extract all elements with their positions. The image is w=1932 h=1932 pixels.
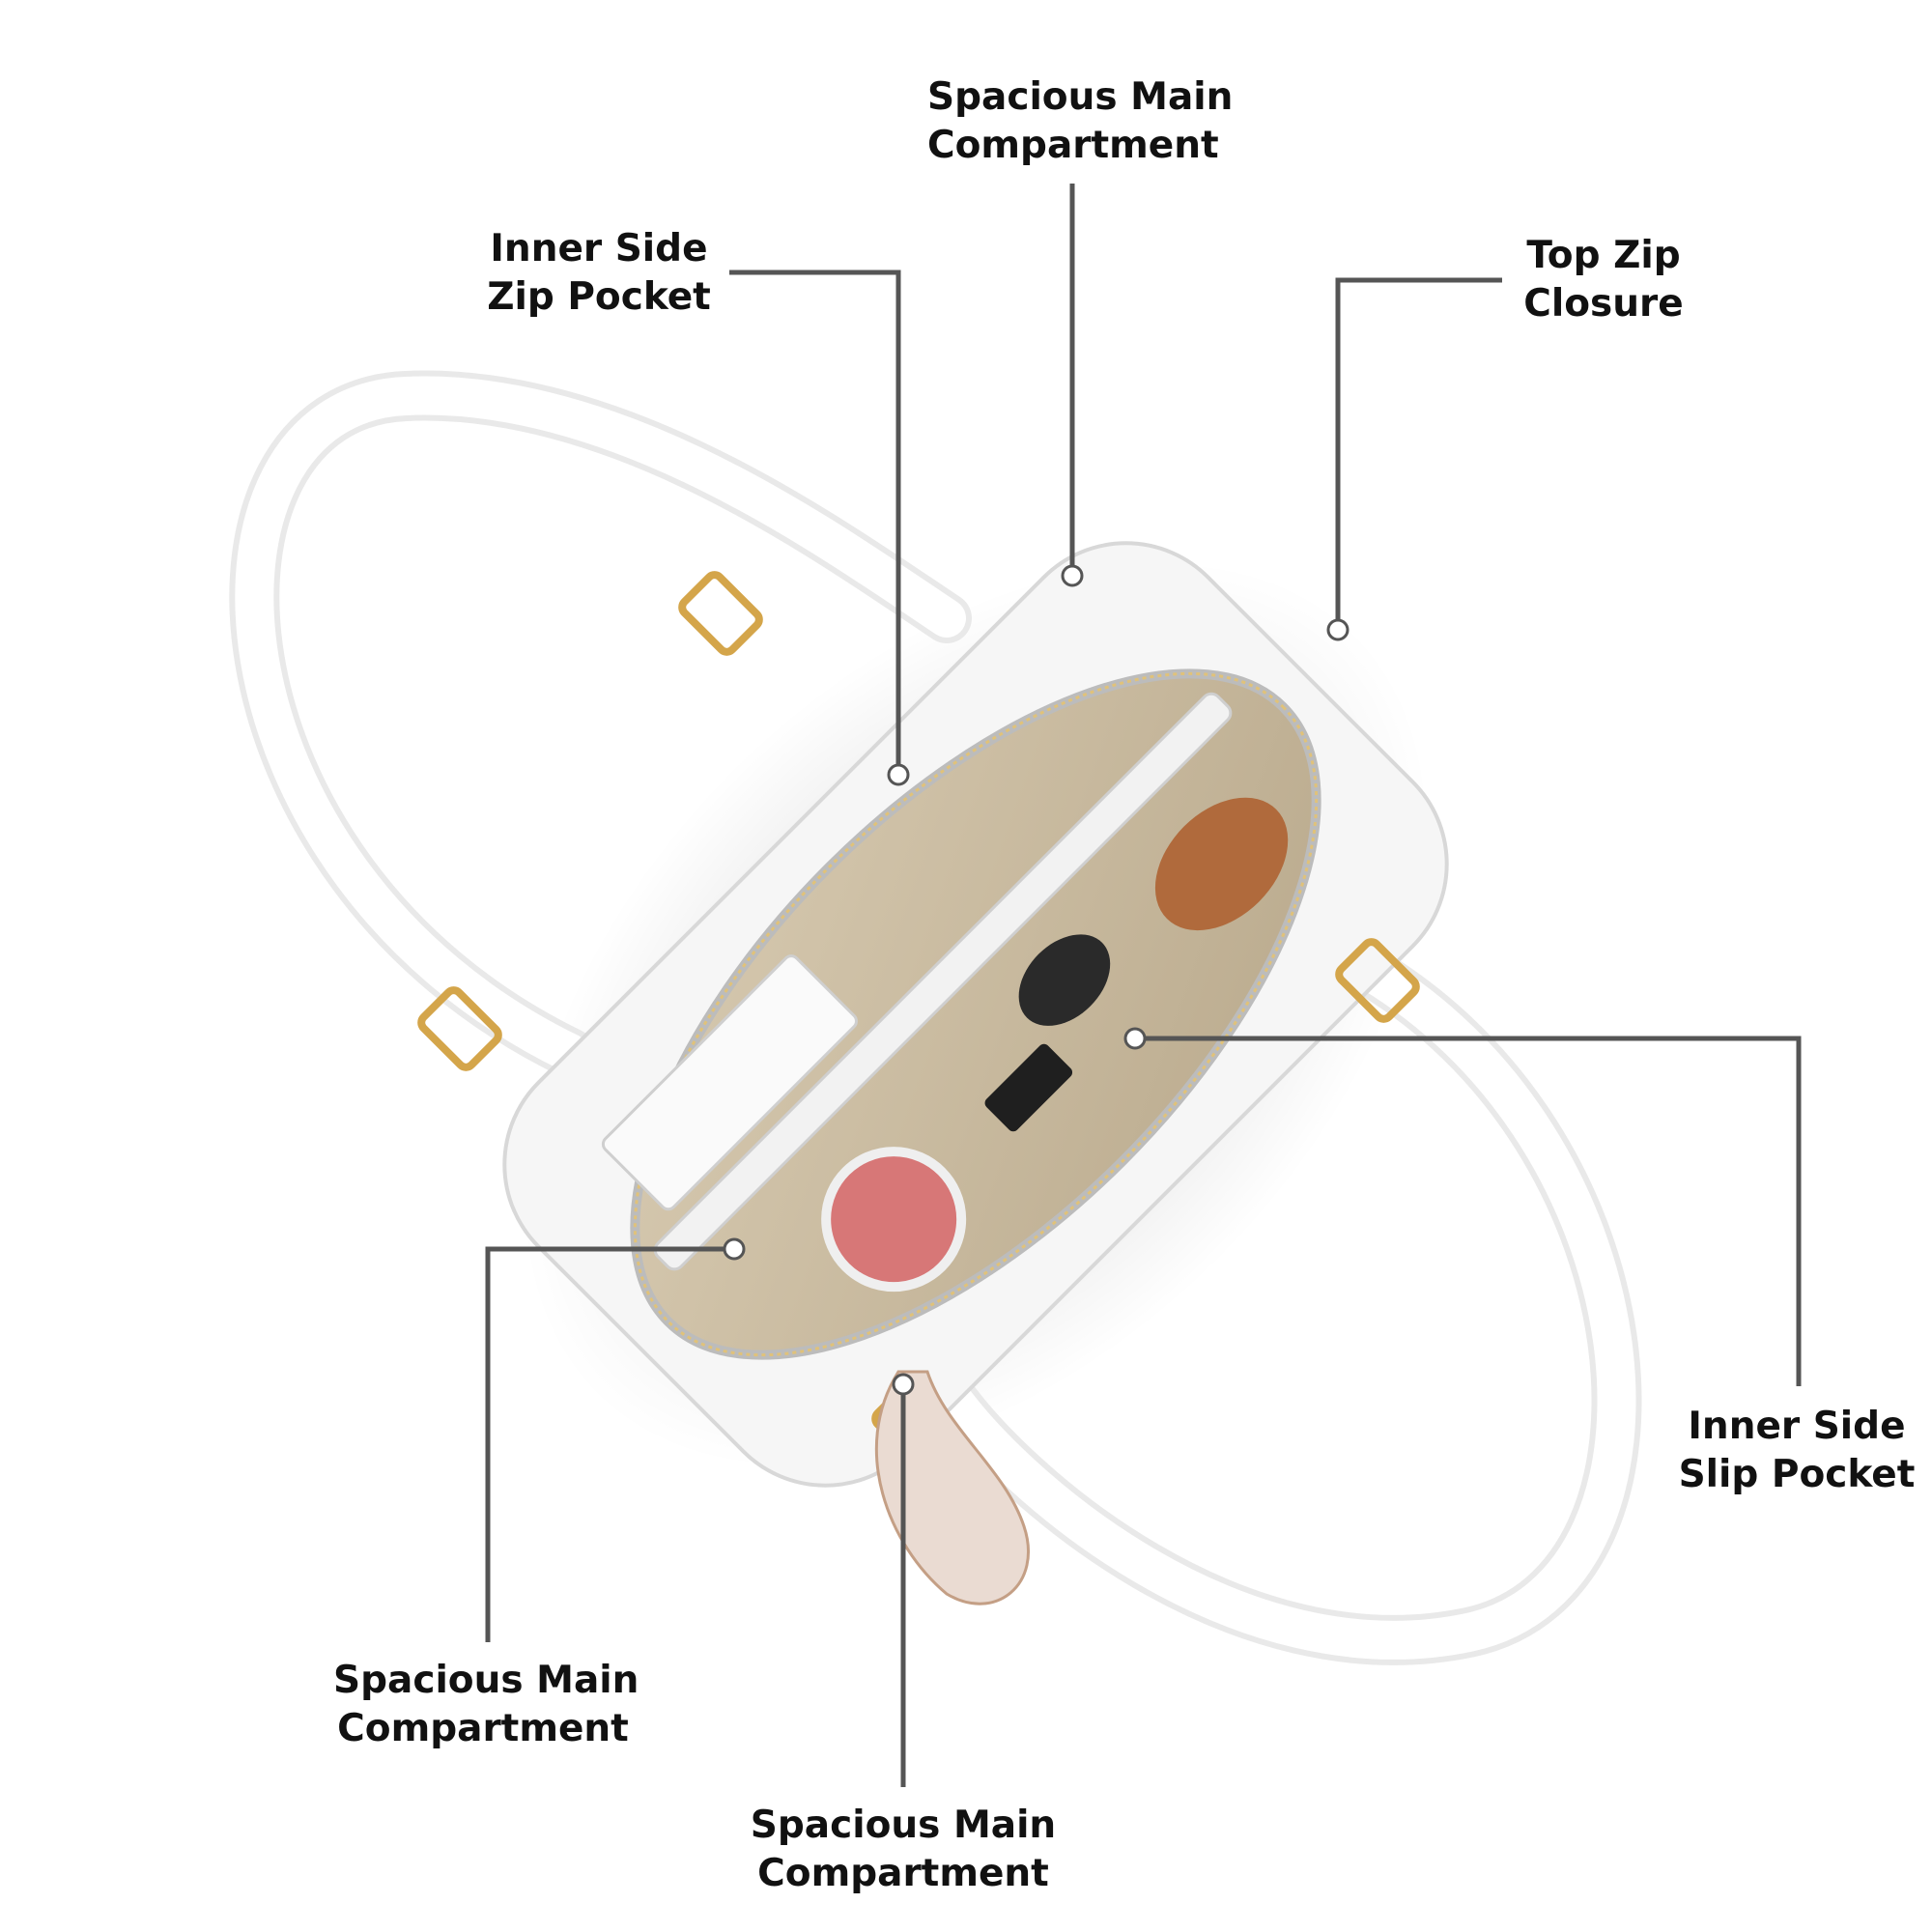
- compact-case: [1018, 934, 1111, 1026]
- leader-inner-side-slip-pocket: [1145, 1036, 1802, 1386]
- callout-line: Compartment: [337, 1707, 629, 1750]
- callout-line: Inner Side: [490, 227, 708, 270]
- callout-line: Slip Pocket: [1678, 1453, 1916, 1496]
- dot-inner-side-slip-pocket: [1123, 1027, 1147, 1050]
- callout-top-zip-closure: Top Zip Closure: [1502, 232, 1705, 328]
- buckle-top-right: [1335, 938, 1420, 1023]
- dot-top-zip-closure: [1326, 618, 1350, 641]
- leader-top-zip-closure: [1335, 277, 1502, 628]
- callout-line: Inner Side: [1688, 1405, 1906, 1448]
- callout-main-compartment-top: Spacious Main Compartment: [927, 73, 1234, 170]
- dot-inner-side-zip-pocket: [887, 763, 910, 786]
- leader-inner-side-zip-pocket: [729, 270, 901, 773]
- callout-line: Top Zip: [1526, 234, 1681, 277]
- divider-pocket: [653, 692, 1233, 1271]
- scarf: [874, 1370, 1030, 1605]
- callout-line: Spacious Main: [750, 1804, 1057, 1847]
- callout-main-compartment-bottom: Spacious Main Compartment: [749, 1802, 1058, 1898]
- dot-main-compartment-left: [723, 1237, 746, 1261]
- notebook: [601, 954, 858, 1211]
- dot-main-compartment-top: [1061, 564, 1084, 587]
- callout-line: Closure: [1523, 282, 1684, 326]
- buckle-top-left: [678, 571, 763, 656]
- callout-line: Zip Pocket: [487, 275, 711, 319]
- callout-inner-side-zip-pocket: Inner Side Zip Pocket: [473, 225, 724, 322]
- callout-line: Compartment: [757, 1852, 1049, 1895]
- callout-line: Compartment: [927, 124, 1219, 167]
- zipper: [633, 671, 1319, 1357]
- round-tin: [821, 1147, 967, 1293]
- callout-inner-side-slip-pocket: Inner Side Slip Pocket: [1676, 1403, 1918, 1499]
- callout-line: Spacious Main: [927, 75, 1234, 119]
- pouch: [1154, 797, 1289, 931]
- callout-main-compartment-left: Spacious Main Compartment: [333, 1657, 639, 1753]
- lipstick: [984, 1043, 1073, 1132]
- buckle-bottom-left: [417, 986, 502, 1071]
- callout-line: Spacious Main: [333, 1659, 639, 1702]
- leader-main-compartment-left: [485, 1246, 734, 1642]
- dot-main-compartment-bottom: [892, 1373, 915, 1396]
